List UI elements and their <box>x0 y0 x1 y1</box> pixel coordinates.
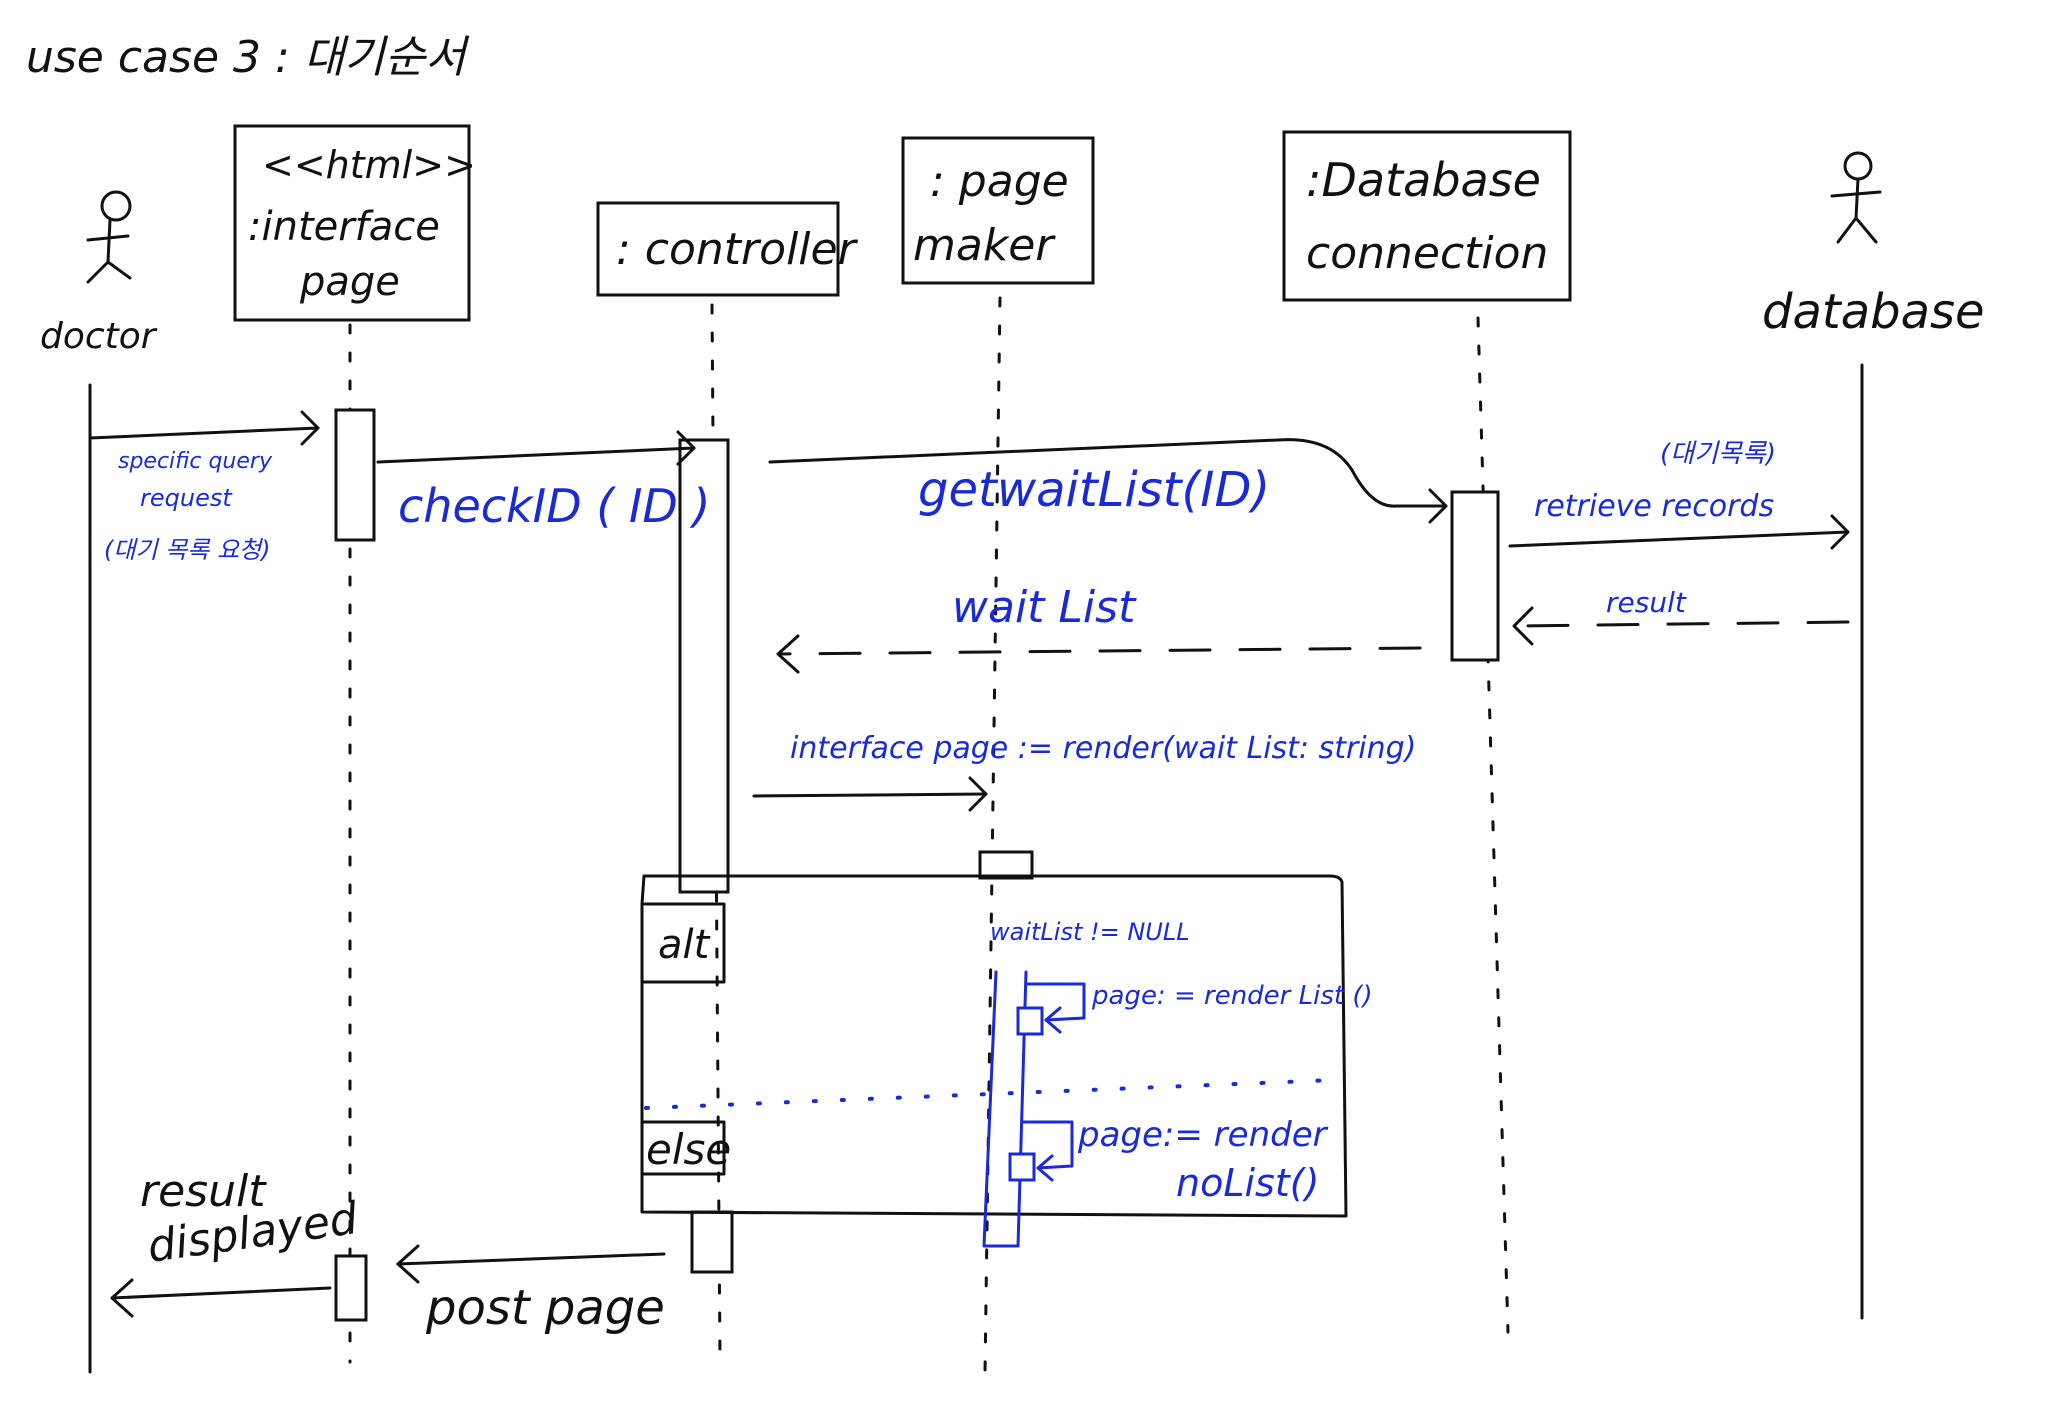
db-connection-activation <box>1450 490 1500 662</box>
controller-activation <box>678 438 730 894</box>
db-connection-lifeline <box>1476 316 1510 1334</box>
wait-list-arrow <box>776 646 1422 656</box>
get-wait-list-arrowhead <box>1428 488 1448 524</box>
alt-divider <box>644 1078 1336 1110</box>
render-list-activation <box>1016 1006 1044 1036</box>
retrieve-arrowhead <box>1830 514 1850 550</box>
specific-query-arrowhead <box>300 410 320 446</box>
render-call-label: interface page := render(wait List: stri… <box>790 731 1416 766</box>
alt-operator-tag: alt <box>642 902 726 984</box>
alt-guard: waitList != NULL <box>990 918 1190 946</box>
check-id-arrowhead <box>676 430 696 466</box>
specific-query-arrow <box>88 426 320 440</box>
post-page-arrow <box>396 1252 666 1266</box>
interface-page-activation-1 <box>334 408 376 542</box>
result-displayed-label-1: result <box>140 1166 267 1217</box>
wait-list-arrowhead <box>776 634 800 674</box>
check-id-arrow <box>376 446 696 464</box>
controller-activation-lower <box>690 1210 734 1274</box>
controller-lifeline-box: : controller <box>596 201 859 297</box>
controller-name: : controller <box>616 224 859 275</box>
specific-query-label-1: specific query <box>118 449 273 474</box>
page-maker-activation-blue <box>982 970 1028 1248</box>
render-nolist-label-1: page:= render <box>1077 1115 1329 1155</box>
else-operator-label: else <box>646 1125 731 1174</box>
db-connection-name: :Database <box>1306 153 1541 207</box>
interface-page-lifeline-box: <<html>> :interface page <box>233 124 476 322</box>
render-call-arrowhead <box>968 776 988 812</box>
check-id-label: checkID ( ID ) <box>398 479 710 533</box>
get-wait-list-label: getwaitList(ID) <box>918 462 1270 518</box>
result-db-label: result <box>1606 586 1687 619</box>
wait-list-label: wait List <box>952 582 1137 633</box>
render-nolist-label-2: noList() <box>1176 1161 1319 1205</box>
database-actor-icon <box>1830 151 1882 244</box>
page-maker-activation-top <box>978 850 1034 880</box>
alt-operator-label: alt <box>658 922 711 968</box>
interface-page-stereotype: <<html>> <box>262 143 476 187</box>
specific-query-label-3: (대기 목록 요청) <box>104 536 270 564</box>
specific-query-label-2: request <box>140 484 233 512</box>
post-page-arrowhead <box>396 1244 420 1284</box>
render-nolist-arrowhead <box>1036 1154 1054 1182</box>
database-actor-label: database <box>1762 284 1985 340</box>
page-maker-name: : page <box>930 156 1069 207</box>
page-maker-name-2: maker <box>913 220 1056 271</box>
render-list-label: page: = render List () <box>1091 981 1373 1011</box>
result-displayed-arrow <box>110 1286 332 1300</box>
render-nolist-activation <box>1008 1152 1036 1182</box>
doctor-actor-icon <box>86 190 132 284</box>
db-connection-name-2: connection <box>1306 228 1548 279</box>
interface-page-name: :interface <box>248 204 440 250</box>
render-list-self-call <box>1024 982 1086 1022</box>
result-db-arrowhead <box>1512 606 1534 646</box>
render-list-arrowhead <box>1044 1006 1062 1034</box>
page-maker-lifeline-box: : page maker <box>901 136 1095 285</box>
retrieve-note: (대기목록) <box>1660 439 1776 469</box>
render-nolist-self-call <box>1020 1120 1074 1170</box>
page-maker-lifeline <box>983 296 1002 1374</box>
result-displayed-arrowhead <box>110 1278 134 1318</box>
post-page-label: post page <box>425 1280 665 1336</box>
doctor-actor-label: doctor <box>40 316 158 357</box>
result-db-arrow <box>1512 620 1850 628</box>
else-operator-tag: else <box>642 1120 731 1176</box>
render-call-arrow <box>752 792 988 798</box>
retrieve-label: retrieve records <box>1534 489 1774 524</box>
db-connection-lifeline-box: :Database connection <box>1282 130 1572 302</box>
diagram-title: use case 3 : 대기순서 <box>26 32 470 83</box>
retrieve-arrow <box>1508 530 1850 548</box>
interface-page-name-2: page <box>299 259 400 305</box>
alt-fragment-frame <box>640 874 1348 1218</box>
get-wait-list-arrow <box>768 438 1448 508</box>
interface-page-activation-2 <box>334 1254 368 1322</box>
